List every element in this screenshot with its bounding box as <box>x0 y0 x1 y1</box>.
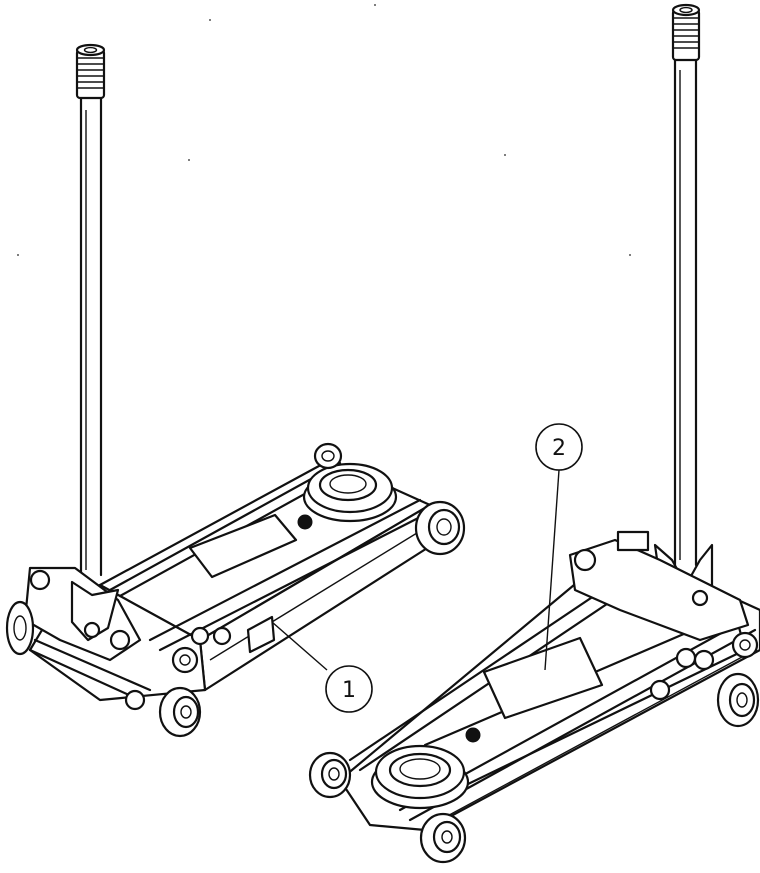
right-jack-top-label <box>482 636 604 720</box>
callout-2-label: 2 <box>552 436 566 461</box>
left-jack-handle <box>75 43 106 577</box>
left-floor-jack: 1 <box>5 43 466 738</box>
left-jack-top-label <box>188 513 298 579</box>
callout-2: 2 <box>535 423 583 671</box>
right-jack-handle <box>653 3 714 614</box>
right-floor-jack: 2 <box>308 3 760 864</box>
right-jack-saddle <box>370 744 470 810</box>
scan-specks <box>17 4 631 256</box>
right-jack-wheels <box>308 672 760 864</box>
callout-1-label: 1 <box>342 678 356 703</box>
callout-1: 1 <box>271 621 373 713</box>
left-jack-side-label <box>246 615 276 654</box>
left-jack-front-mechanism <box>23 566 232 702</box>
left-jack-saddle <box>302 462 398 523</box>
left-jack-wheels <box>5 442 466 738</box>
right-jack-rear-mechanism <box>568 530 759 701</box>
